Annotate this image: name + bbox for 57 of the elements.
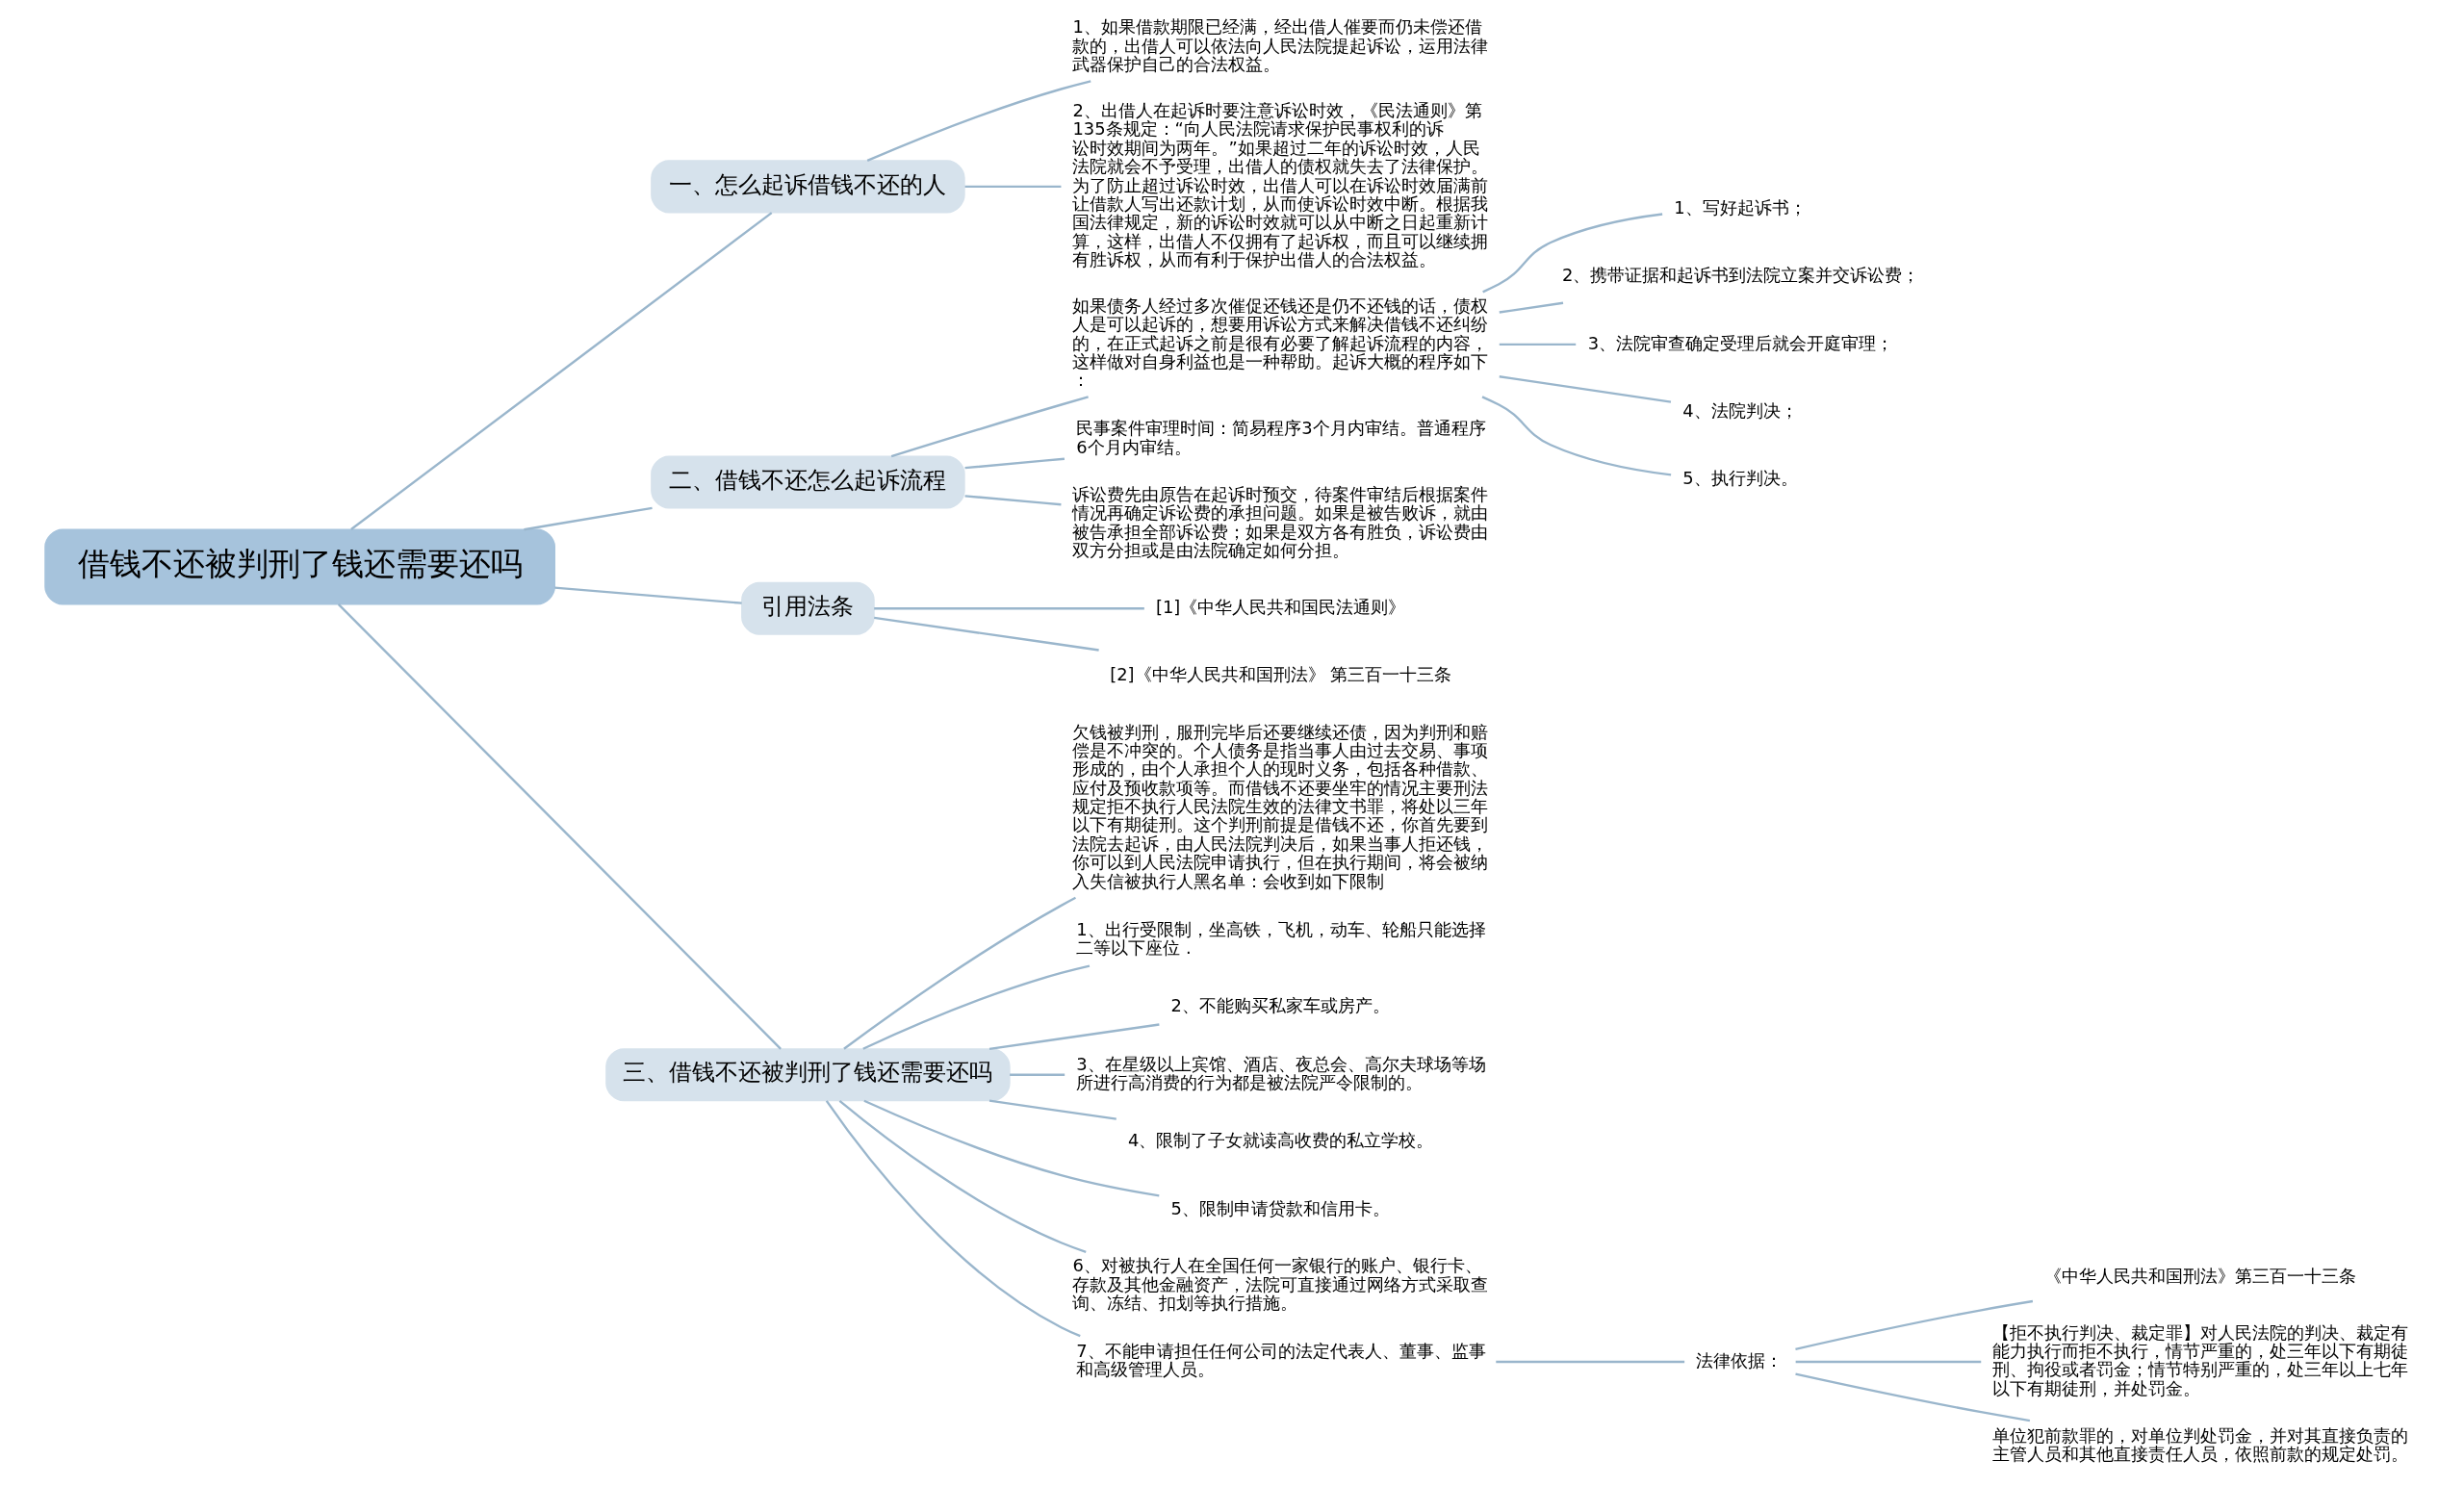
connector [825, 1100, 1081, 1338]
connector [1795, 1360, 1982, 1364]
node-text: 6、对被执行人在全国任何一家银行的账户、银行卡、存款及其他金融资产，法院可直接通过网络方式采取查询、冻结、扣划等执行措施。 [1072, 1255, 1489, 1313]
connector [1496, 1360, 1685, 1364]
connector [988, 1023, 1160, 1051]
connector [838, 1099, 1087, 1253]
connector [843, 896, 1077, 1050]
connector [866, 80, 1091, 163]
connector [1499, 301, 1564, 314]
node-text: 7、不能申请担任任何公司的法定代表人、董事、监事和高级管理人员。 [1076, 1340, 1486, 1380]
node-text: 民事案件审理时间：简易程序3个月内审结。普通程序6个月内审结。 [1076, 418, 1486, 457]
connector [964, 457, 1065, 470]
connector [890, 396, 1089, 458]
node-box: 引用法条 [741, 581, 875, 635]
connector [1499, 343, 1577, 346]
node-text: 1、写好起诉书； [1674, 197, 1807, 218]
connector [1481, 396, 1672, 476]
connector [337, 602, 782, 1050]
connector [524, 506, 653, 531]
node-text: 3、在星级以上宾馆、酒店、夜总会、高尔夫球场等场所进行高消费的行为都是被法院严令限制的。 [1076, 1053, 1486, 1093]
connector [988, 1099, 1116, 1120]
node-box: 借钱不还被判刑了钱还需要还吗 [44, 528, 555, 605]
node-box: 三、借钱不还被判刑了钱还需要还吗 [605, 1048, 1011, 1102]
node-text: [2]《中华人民共和国刑法》 第三百一十三条 [1110, 663, 1452, 684]
connector [862, 964, 1091, 1050]
node-text: 单位犯前款罪的，对单位判处罚金，并对其直接负责的主管人员和其他直接责任人员，依照前款的规定处罚。 [1992, 1424, 2409, 1465]
node-text: 【拒不执行判决、裁定罪】对人民法院的判决、裁定有能力执行而拒不执行，情节严重的，处三年以下有期徒刑、拘役或者罚金；情节特别严重的，处三年以上七年以下有期徒刑，并处罚金。 [1992, 1321, 2409, 1398]
node-text: 2、出借人在起诉时要注意诉讼时效，《民法通则》第 135条规定：“向人民法院请求保护民事权利的诉讼时效期间为两年。”如果超过二年的诉讼时效，人民法院就会不予受理，出借人的债权就失去了法律保护。为了防止超过诉讼时效，出借人可以在诉讼时效届满前让借款人写出还款计划，从而使诉讼时效中断。根据我国法律规定，新的诉讼时效就可以从中断之日起重新计算，这样，出借人不仅拥有了起诉权，而且可以继续拥有胜诉权，从而有利于保护出借人的合法权益。 [1072, 99, 1489, 270]
connector [1482, 213, 1663, 294]
connector [554, 586, 742, 604]
connector [1795, 1299, 2034, 1350]
node-text: 4、法院判决； [1682, 399, 1798, 421]
node-text: 5、限制申请贷款和信用卡。 [1170, 1197, 1391, 1218]
connector [874, 616, 1099, 652]
connector [1010, 1073, 1065, 1076]
node-text: 1、出行受限制，坐高铁，飞机，动车、轮船只能选择二等以下座位 . [1076, 918, 1486, 958]
node-box: 一、怎么起诉借钱不还的人 [651, 160, 965, 214]
node-text: 5、执行判决。 [1682, 467, 1798, 488]
connector [874, 607, 1144, 610]
node-text: [1]《中华人民共和国民法通则》 [1155, 596, 1406, 617]
node-text: 如果债务人经过多次催促还钱还是仍不还钱的话，债权人是可以起诉的，想要用诉讼方式来解决借钱不还纠纷的，在正式起诉之前是很有必要了解起诉流程的内容，这样做对自身利益也是一种帮助。起诉大概的程序如下： [1072, 295, 1489, 391]
node-text: 2、不能购买私家车或房产。 [1170, 995, 1391, 1016]
connector [964, 495, 1062, 506]
node-text: 法律依据： [1696, 1349, 1784, 1371]
node-text: 欠钱被判刑，服刑完毕后还要继续还债，因为判刑和赔偿是不冲突的。个人债务是指当事人由过去交易、事项形成的，由个人承担个人的现时义务，包括各种借款、应付及预收款项等。而借钱不还要坐牢的情况主要刑法规定拒不执行人民法院生效的法律文书罪，将处以三年以下有期徒刑。这个判刑前提是借钱不还，你首先要到法院去起诉，由人民法院判决后，如果当事人拒还钱，你可以到人民法院申请执行，但在执行期间，将会被纳入失信被执行人黑名单：会收到如下限制 [1072, 721, 1489, 891]
node-text: 4、限制了子女就读高收费的私立学校。 [1127, 1130, 1434, 1151]
connector [1499, 375, 1672, 403]
node-text: 1、如果借款期限已经满，经出借人催要而仍未偿还借款的，出借人可以依法向人民法院提起诉讼，运用法律武器保护自己的合法权益。 [1072, 16, 1489, 75]
connector [1795, 1372, 2031, 1422]
connector [964, 185, 1062, 189]
node-text: 3、法院审查确定受理后就会开庭审理； [1587, 332, 1894, 353]
node-text: 《中华人民共和国刑法》第三百一十三条 [2043, 1265, 2356, 1286]
node-text: 诉讼费先由原告在起诉时预交，待案件审结后根据案件情况再确定诉讼费的承担问题。如果是被告败诉，就由被告承担全部诉讼费；如果是双方各有胜负，诉讼费由双方分担或是由法院确定如何分担。 [1072, 483, 1489, 560]
node-text: 2、携带证据和起诉书到法院立案并交诉讼费； [1561, 265, 1920, 286]
connector [350, 212, 773, 530]
connector [863, 1099, 1160, 1197]
node-box: 二、借钱不还怎么起诉流程 [651, 455, 965, 509]
